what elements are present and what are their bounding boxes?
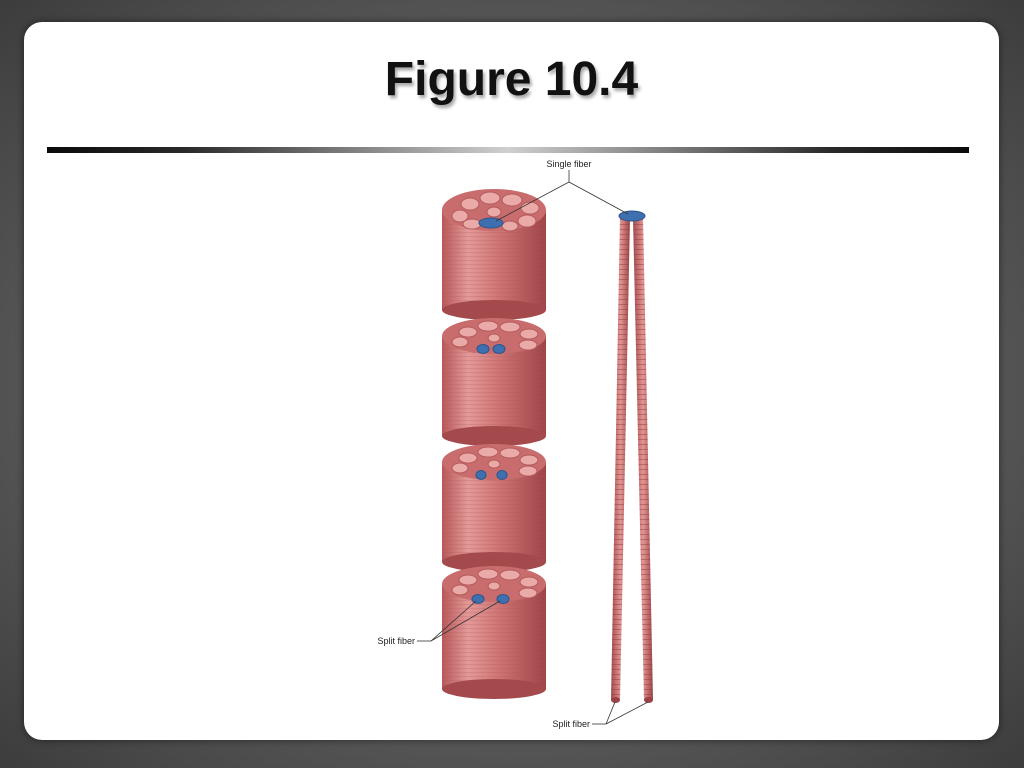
single-fiber-top-marker — [618, 210, 646, 222]
muscle-cross-section-4 — [442, 566, 546, 699]
slide-title: Figure 10.4 — [384, 53, 639, 106]
split-fiber-label-left: Split fiber — [377, 636, 415, 646]
label-leader-lines — [417, 170, 649, 725]
single-fiber-label: Single fiber — [546, 159, 591, 169]
muscle-cross-section-3 — [442, 444, 546, 572]
split-fiber-label-bottom: Split fiber — [552, 719, 590, 729]
muscle-cross-section-2 — [442, 318, 546, 446]
elongated-fiber-strands — [611, 210, 653, 703]
title-divider — [47, 147, 969, 153]
muscle-fiber-splitting-diagram: Single fiber Split fiber Split fiber — [377, 159, 653, 729]
slide: Figure 10.4 — [24, 22, 999, 740]
muscle-cross-section-1 — [442, 189, 546, 320]
